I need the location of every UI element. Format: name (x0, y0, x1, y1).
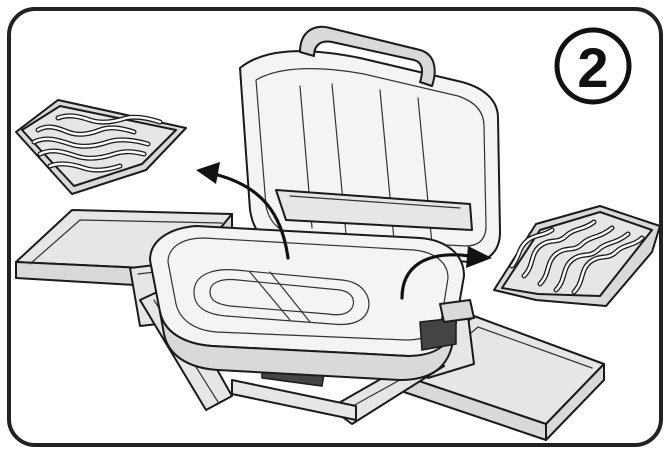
step-badge: 2 (554, 27, 632, 105)
right-removal-arrow-icon (400, 246, 492, 300)
grill-lid (239, 25, 501, 263)
left-grill-grate-icon (15, 99, 187, 195)
grill-firebox (149, 225, 475, 381)
left-removal-arrow-icon (196, 162, 290, 260)
step-number: 2 (577, 36, 608, 99)
right-grill-grate-icon (493, 205, 661, 307)
